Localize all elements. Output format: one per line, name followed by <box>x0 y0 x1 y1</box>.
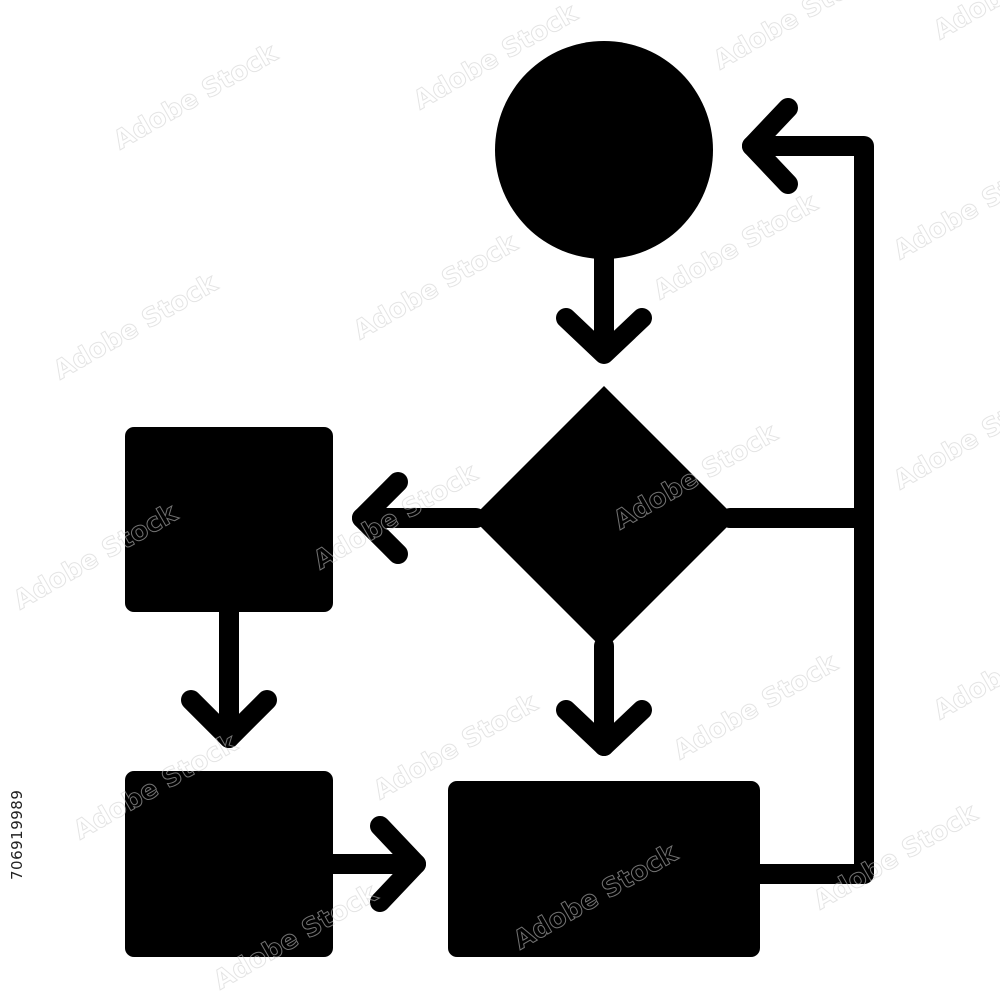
left-process-node <box>125 427 333 612</box>
arrow-decision-to-left-process <box>352 472 486 564</box>
arrow-left-to-bottom-left-process <box>181 602 277 748</box>
bottom-left-process-node <box>125 771 333 957</box>
arrow-bottom-left-to-bottom-process <box>323 816 426 912</box>
arrow-decision-to-bottom-process <box>556 636 652 756</box>
stock-id-label: 706919989 <box>8 789 26 880</box>
arrow-loop-back-to-start <box>742 98 874 884</box>
decision-node-diamond <box>472 386 736 650</box>
bottom-process-node <box>448 781 760 957</box>
start-node-circle <box>495 41 713 259</box>
arrow-start-to-decision <box>556 245 652 364</box>
